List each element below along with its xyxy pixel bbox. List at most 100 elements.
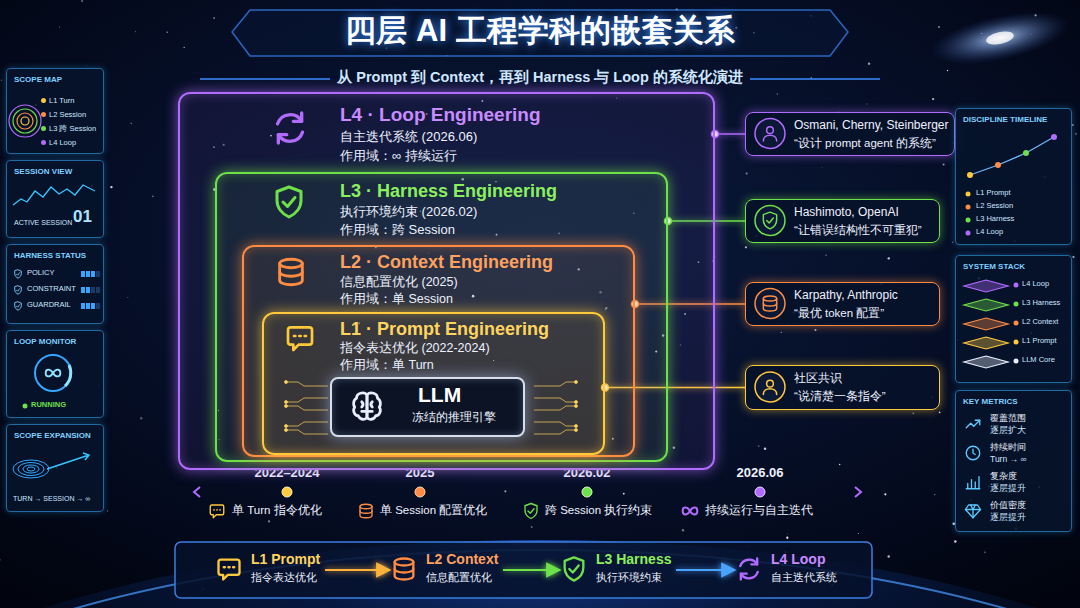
star bbox=[81, 0, 83, 2]
node-heading: L2 Context bbox=[426, 551, 498, 567]
node-text: 作用域：单 Turn bbox=[340, 358, 434, 372]
star bbox=[839, 464, 841, 466]
decor-shape bbox=[294, 335, 295, 338]
node-heading: SYSTEM STACK bbox=[963, 262, 1025, 271]
stack-layer bbox=[964, 356, 1008, 368]
decor-shape bbox=[575, 429, 578, 432]
decor-shape bbox=[763, 389, 776, 395]
star bbox=[821, 167, 823, 169]
node-text: 作用域：∞ 持续运行 bbox=[340, 149, 457, 164]
caption: 从 Prompt 到 Context，再到 Harness 与 Loop 的系统… bbox=[0, 69, 1080, 86]
star bbox=[1072, 256, 1074, 258]
timeline-dot bbox=[582, 487, 592, 497]
star bbox=[866, 103, 868, 105]
star bbox=[86, 65, 88, 67]
status-dot bbox=[23, 404, 28, 409]
node-heading: Hashimoto, OpenAI bbox=[794, 206, 899, 220]
node-text: “最优 token 配置” bbox=[794, 307, 884, 320]
star bbox=[107, 510, 108, 511]
decor-shape bbox=[224, 566, 225, 568]
title: 四层 AI 工程学科的嵌套关系 bbox=[0, 13, 1080, 49]
node-text: 自主迭代系统 (2026.06) bbox=[340, 130, 477, 145]
decor-shape bbox=[763, 299, 776, 312]
decor-shape bbox=[15, 286, 22, 294]
quote-callout: Hashimoto, OpenAI“让错误结构性不可重犯” bbox=[745, 199, 940, 243]
db-icon bbox=[763, 296, 776, 311]
node-text: 逐层提升 bbox=[990, 513, 1026, 523]
legend-swatch bbox=[41, 140, 46, 145]
db-icon bbox=[395, 559, 414, 580]
callout-badge bbox=[755, 206, 785, 236]
timeline-note: 单 Turn 指令优化 bbox=[232, 504, 322, 517]
status-bar bbox=[91, 287, 95, 293]
trend-icon bbox=[966, 420, 980, 428]
scope-ripple bbox=[13, 460, 49, 478]
node-heading: L3 Harness bbox=[596, 551, 671, 567]
decor-shape bbox=[360, 504, 372, 509]
decor-shape bbox=[767, 380, 774, 387]
decor-shape bbox=[283, 198, 295, 207]
node-art bbox=[956, 109, 1073, 246]
shield-icon bbox=[565, 557, 584, 580]
timeline-dot bbox=[755, 487, 765, 497]
node-text: 指令表达优化 bbox=[251, 571, 317, 584]
node-text: 作用域：跨 Session bbox=[340, 223, 455, 238]
decor-shape bbox=[751, 559, 757, 565]
star bbox=[938, 26, 940, 28]
star bbox=[166, 31, 168, 33]
legend-row: L3 跨 Session bbox=[41, 119, 96, 133]
side-panel: SYSTEM STACKL4 LoopL3 HarnessL2 ContextL… bbox=[955, 255, 1072, 383]
star bbox=[268, 520, 270, 522]
scope-ring bbox=[13, 109, 37, 133]
star bbox=[884, 493, 886, 495]
star bbox=[110, 186, 112, 188]
star bbox=[825, 254, 826, 255]
shield-icon bbox=[277, 187, 301, 217]
quote-callout: Karpathy, Anthropic“最优 token 配置” bbox=[745, 282, 940, 326]
legend: L1 TurnL2 SessionL3 跨 SessionL4 Loop bbox=[41, 91, 96, 147]
item-dot bbox=[966, 231, 971, 236]
legend-text: L2 Session bbox=[49, 110, 86, 119]
side-panel: KEY METRICS覆盖范围逐层扩大持续时间Turn → ∞复杂度逐层提升价值… bbox=[955, 390, 1072, 532]
brain-icon bbox=[354, 393, 381, 419]
star bbox=[887, 555, 889, 557]
star bbox=[786, 537, 788, 539]
decor-shape bbox=[966, 505, 981, 518]
shield-icon bbox=[15, 286, 22, 294]
decor-shape bbox=[575, 425, 578, 428]
flow-arrow bbox=[676, 569, 735, 571]
star bbox=[952, 242, 953, 243]
callout-badge bbox=[755, 119, 785, 149]
node-art bbox=[746, 366, 941, 411]
item-dot bbox=[1014, 340, 1019, 345]
decor-shape bbox=[285, 381, 288, 384]
leader-line bbox=[715, 133, 745, 135]
person-icon bbox=[763, 380, 776, 394]
stars bbox=[0, 0, 1077, 593]
callout-badge bbox=[755, 372, 785, 402]
node-text: CONSTRAINT bbox=[27, 285, 76, 294]
gauge-arc bbox=[65, 365, 71, 386]
decor-shape bbox=[767, 218, 774, 223]
node-text: 01 bbox=[73, 207, 92, 227]
decor-shape bbox=[395, 559, 414, 566]
node-text: L2 Session bbox=[976, 202, 1013, 211]
star bbox=[58, 26, 60, 28]
node-text: 复杂度 bbox=[990, 471, 1017, 481]
star bbox=[140, 417, 142, 419]
inf-icon bbox=[46, 370, 61, 377]
decor-shape bbox=[565, 557, 584, 580]
decor-shape bbox=[278, 135, 286, 143]
decor-shape bbox=[534, 422, 576, 426]
node-heading: Osmani, Cherny, Steinberger bbox=[794, 119, 949, 133]
galaxy-core bbox=[985, 29, 1015, 47]
star bbox=[932, 98, 934, 100]
clock-icon bbox=[966, 446, 980, 460]
timeline-note: 单 Session 配置优化 bbox=[380, 504, 487, 517]
star bbox=[135, 31, 137, 33]
decor-shape bbox=[367, 393, 380, 419]
earth-glow bbox=[0, 540, 1080, 608]
trend-dot bbox=[1023, 150, 1029, 156]
node-text: 作用域：单 Session bbox=[340, 292, 453, 306]
item-dot bbox=[1014, 321, 1019, 326]
